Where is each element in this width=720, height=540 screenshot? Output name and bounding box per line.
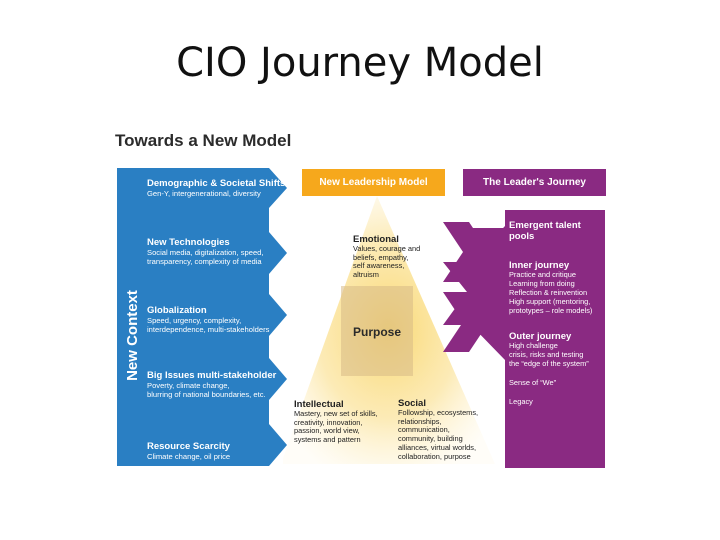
shift-demographic: Demographic & Societal Shifts Gen-Y, int… bbox=[147, 178, 286, 198]
vitruvian-figure-image bbox=[341, 286, 413, 376]
new-context-label: New Context bbox=[123, 289, 141, 381]
intellectual-block: Intellectual Mastery, new set of skills,… bbox=[294, 399, 378, 445]
sense-of-we: Sense of “We” bbox=[509, 378, 557, 387]
social-block: Social Followship, ecosystems, relations… bbox=[398, 398, 479, 461]
leaders-journey-panel bbox=[443, 210, 605, 468]
emergent-talent-pools: Emergent talent pools bbox=[509, 220, 581, 242]
shift-new-technologies: New Technologies Social media, digitaliz… bbox=[147, 237, 264, 267]
slide-title: CIO Journey Model bbox=[176, 40, 544, 86]
outer-journey: Outer journey High challenge crisis, ris… bbox=[509, 331, 589, 368]
new-leadership-model-bar: New Leadership Model bbox=[302, 169, 445, 196]
legacy: Legacy bbox=[509, 397, 533, 406]
inner-journey: Inner journey Practice and critique Lear… bbox=[509, 260, 593, 315]
emotional-block: Emotional Values, courage and beliefs, e… bbox=[353, 234, 421, 280]
purpose-label: Purpose bbox=[352, 325, 401, 339]
new-context-arrow-column bbox=[117, 168, 287, 466]
shift-big-issues: Big Issues multi-stakeholder Poverty, cl… bbox=[147, 370, 277, 400]
leaders-journey-bar: The Leader's Journey bbox=[463, 169, 606, 196]
shift-globalization: Globalization Speed, urgency, complexity… bbox=[147, 305, 270, 335]
shift-resource-scarcity: Resource Scarcity Climate change, oil pr… bbox=[147, 441, 231, 461]
diagram-heading: Towards a New Model bbox=[115, 131, 292, 150]
